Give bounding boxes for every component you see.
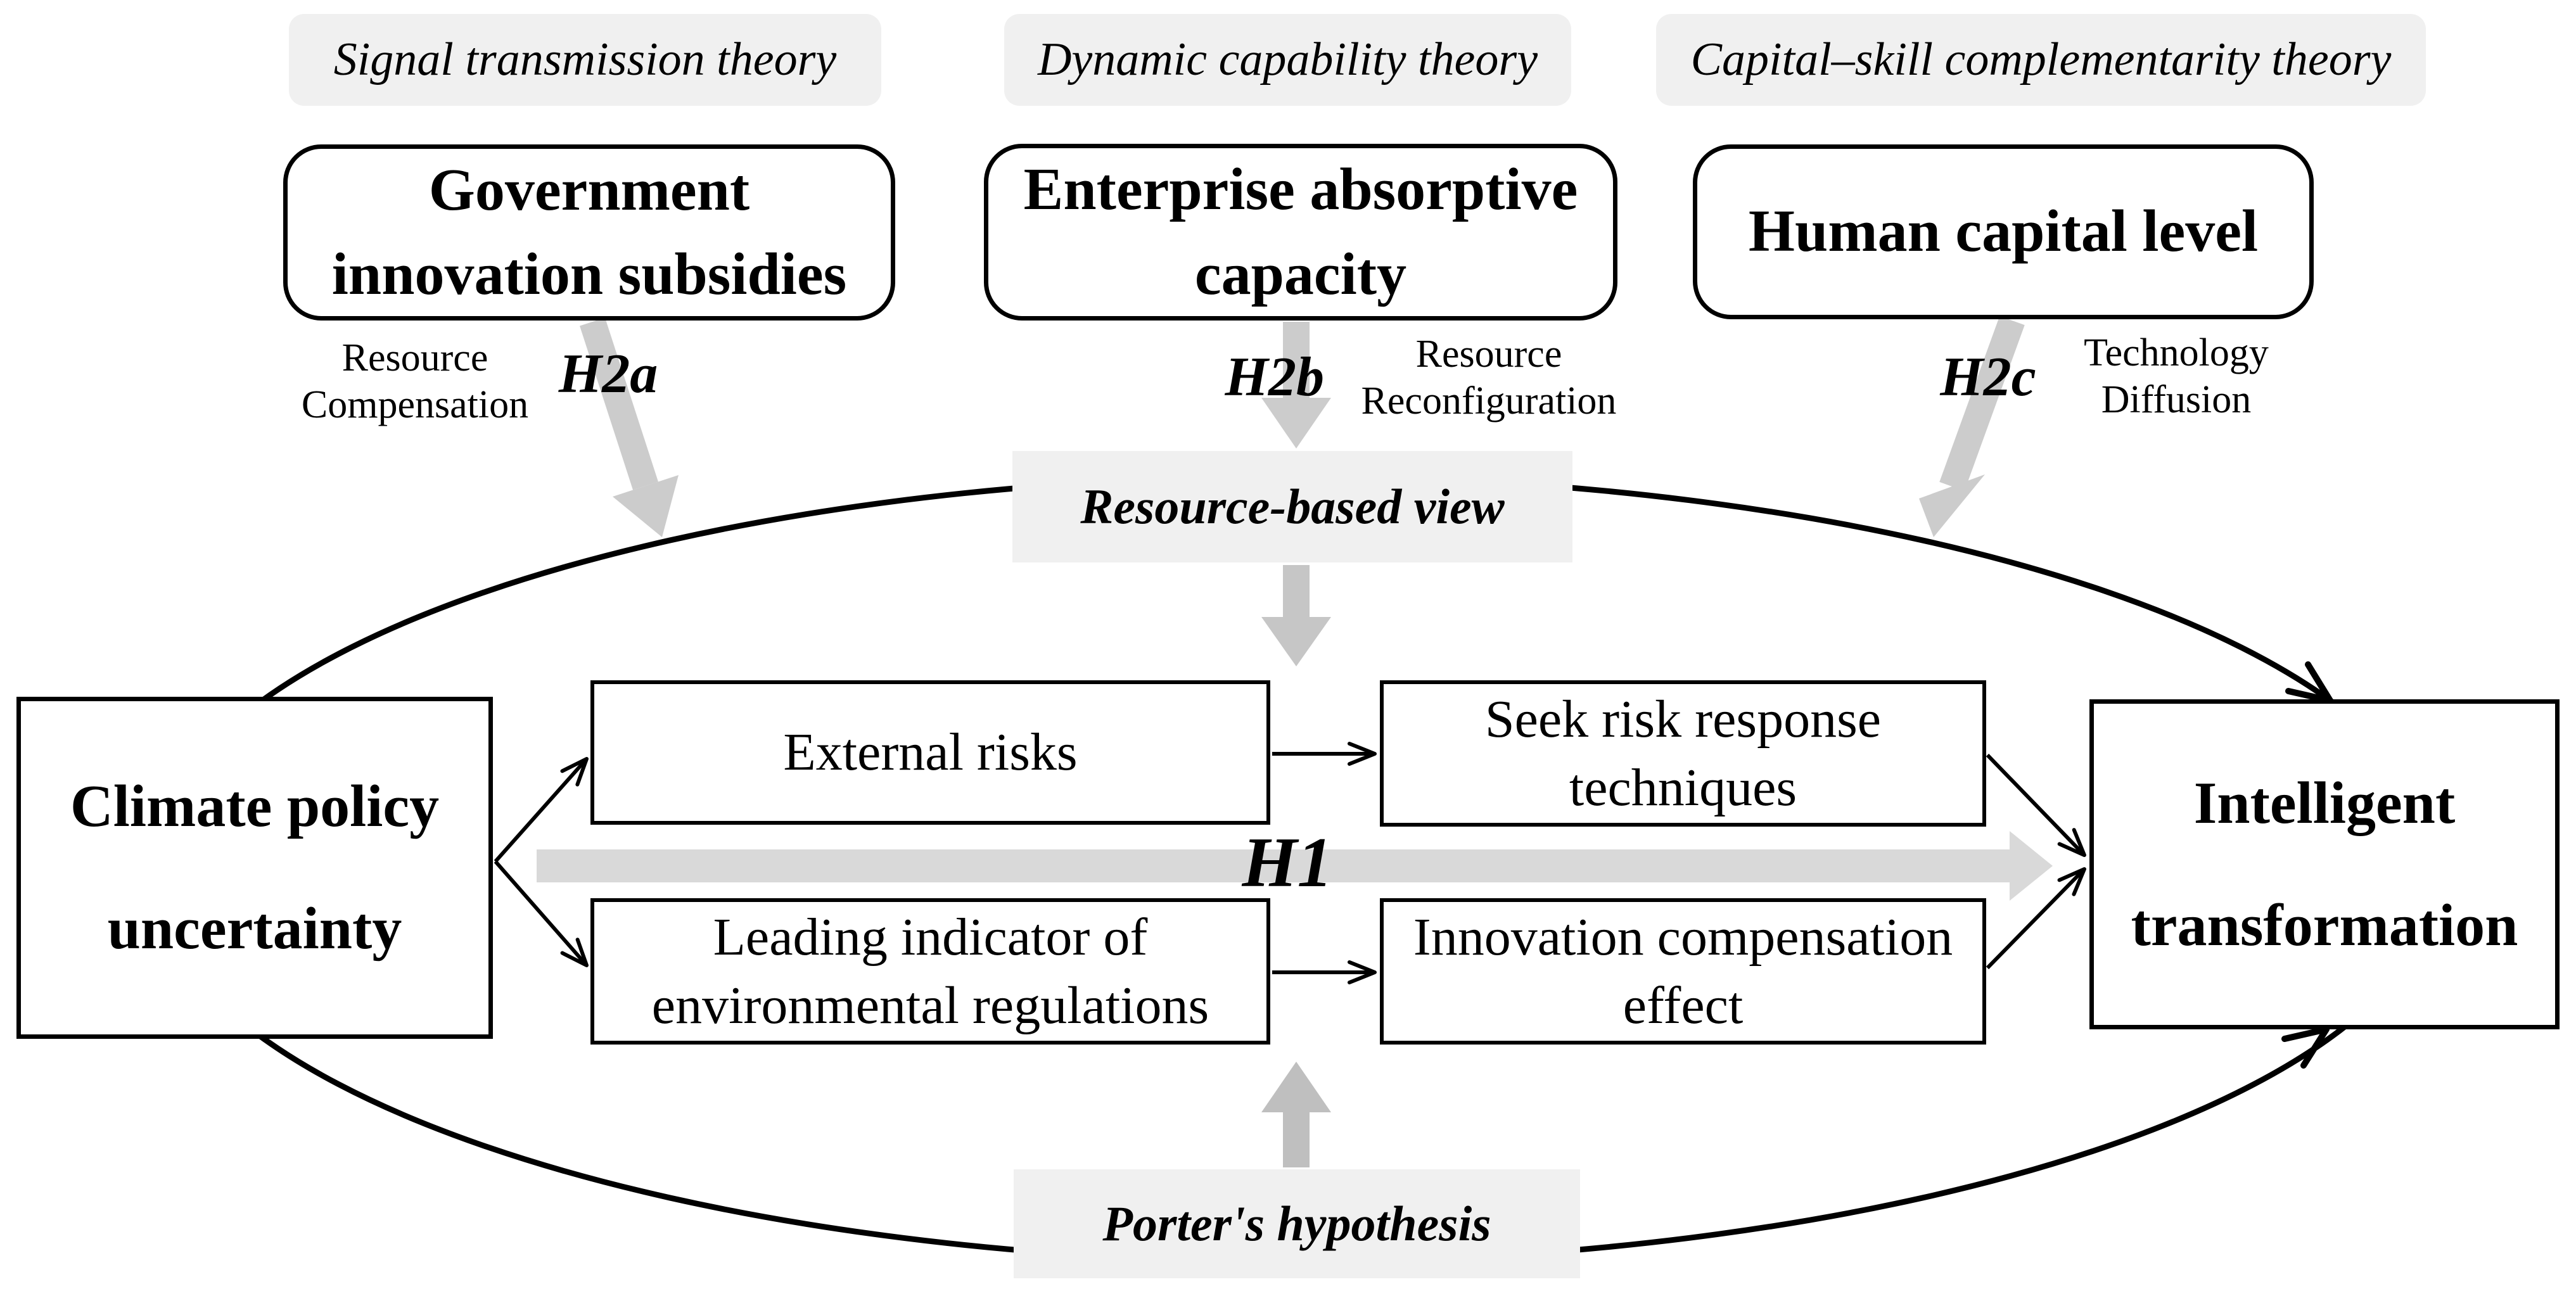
arrow-cpu-to-leading-indicator (494, 860, 589, 967)
arrow-seek-to-intelligent (1986, 753, 2086, 857)
box-intelligent-transformation: Intelligent transformation (2089, 699, 2560, 1029)
mechanism-text: Technology Diffusion (2084, 331, 2269, 422)
label-h1: H1 (1186, 822, 1389, 904)
box-title: Seek risk response techniques (1484, 689, 1882, 817)
theory-label-text: Dynamic capability theory (1037, 34, 1538, 86)
theory-label-text: Signal transmission theory (333, 34, 837, 86)
box-title: Human capital level (1748, 198, 2259, 265)
box-title: Enterprise absorptive capacity (1023, 156, 1578, 307)
h2a-arrow (580, 317, 679, 537)
h1-band-arrow (537, 831, 2053, 901)
mechanism-text: Resource Compensation (301, 336, 529, 427)
box-government-innovation-subsidies: Government innovation subsidies (283, 144, 895, 321)
label-h2b: H2b (1140, 345, 1324, 409)
theory-label-capital-skill: Capital–skill complementarity theory (1656, 14, 2426, 106)
resource-based-view-down-arrow (1261, 565, 1331, 666)
box-innovation-compensation: Innovation compensation effect (1380, 898, 1986, 1045)
panel-resource-based-view: Resource-based view (1012, 451, 1572, 562)
box-enterprise-absorptive-capacity: Enterprise absorptive capacity (984, 144, 1617, 321)
box-climate-policy-uncertainty: Climate policy uncertainty (16, 697, 493, 1039)
arrow-innovation-to-intelligent (1986, 867, 2086, 970)
box-title: Climate policy uncertainty (70, 773, 440, 962)
label-resource-compensation: Resource Compensation (266, 334, 564, 429)
mechanism-text: Resource Reconfiguration (1361, 333, 1617, 423)
panel-porters-hypothesis: Porter's hypothesis (1014, 1169, 1580, 1278)
h2b-arrow (1261, 322, 1331, 448)
box-title: External risks (783, 723, 1078, 782)
arrow-cpu-to-external-risks (494, 757, 589, 863)
view-text: Porter's hypothesis (1102, 1196, 1491, 1251)
hypothesis-text: H2c (1940, 346, 2036, 408)
box-title: Intelligent transformation (2131, 770, 2518, 958)
label-resource-reconfiguration: Resource Reconfiguration (1324, 331, 1654, 425)
label-technology-diffusion: Technology Diffusion (2046, 329, 2306, 424)
box-title: Innovation compensation effect (1413, 907, 1953, 1035)
box-seek-risk-response: Seek risk response techniques (1380, 680, 1986, 827)
hypothesis-text: H1 (1242, 823, 1333, 902)
porter-hypothesis-up-arrow (1261, 1062, 1331, 1167)
hypothesis-text: H2a (558, 343, 658, 405)
box-title: Government innovation subsidies (331, 156, 847, 307)
h2c-arrow (1919, 315, 2025, 537)
theory-label-signal-transmission: Signal transmission theory (289, 14, 881, 106)
theory-label-text: Capital–skill complementarity theory (1690, 34, 2392, 86)
label-h2c: H2c (1925, 345, 2051, 409)
box-human-capital-level: Human capital level (1693, 144, 2314, 319)
hypothesis-text: H2b (1225, 346, 1324, 408)
box-title: Leading indicator of environmental regul… (651, 907, 1209, 1035)
theory-label-dynamic-capability: Dynamic capability theory (1004, 14, 1571, 106)
box-external-risks: External risks (590, 680, 1270, 825)
box-leading-indicator: Leading indicator of environmental regul… (590, 898, 1270, 1045)
view-text: Resource-based view (1080, 479, 1505, 534)
label-h2a: H2a (542, 342, 675, 406)
